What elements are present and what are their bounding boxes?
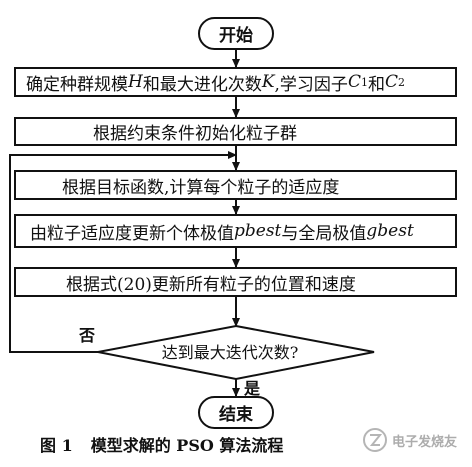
no-branch-label: 否 — [79, 326, 96, 345]
end-label: 结束 — [219, 405, 253, 425]
step-1-text-d: 和 — [367, 74, 385, 95]
caption-title: 模型求解的 PSO 算法流程 — [90, 436, 284, 455]
symbol-c1-subscript: 1 — [360, 75, 368, 89]
step-3-text: 根据目标函数,计算每个粒子的适应度 — [62, 177, 340, 198]
symbol-c2-subscript: 2 — [397, 75, 405, 89]
step-5-box: 根据式(20)更新所有粒子的位置和速度 — [14, 267, 457, 297]
decision-diamond — [97, 324, 375, 381]
watermark: 电子发烧友 — [362, 420, 472, 460]
step-1-text-b: 和最大进化次数 — [142, 74, 262, 95]
start-label: 开始 — [219, 26, 253, 46]
step-1-text-c: ,学习因子 — [274, 74, 348, 95]
loop-back-no-path — [9, 151, 237, 353]
start-terminal: 开始 — [198, 17, 274, 50]
step-2-box: 根据约束条件初始化粒子群 — [14, 117, 457, 146]
step-2-text: 根据约束条件初始化粒子群 — [93, 124, 297, 144]
step-3-box: 根据目标函数,计算每个粒子的适应度 — [14, 170, 457, 200]
symbol-c1: C — [347, 72, 361, 92]
figure-caption: 图 1 模型求解的 PSO 算法流程 — [40, 432, 283, 456]
step-1-text-a: 确定种群规模 — [26, 74, 128, 95]
symbol-c2: C — [384, 72, 398, 92]
symbol-pbest: pbest — [234, 221, 282, 241]
symbol-h: H — [128, 72, 143, 92]
step-4-text-b: 与全局极值 — [281, 223, 367, 244]
end-terminal: 结束 — [198, 396, 274, 429]
watermark-logo-icon — [363, 428, 387, 452]
watermark-text: 电子发烧友 — [392, 434, 458, 450]
step-5-text: 根据式(20)更新所有粒子的位置和速度 — [66, 274, 356, 295]
symbol-gbest: gbest — [366, 221, 414, 241]
yes-branch-label: 是 — [244, 379, 261, 398]
decision-label: 达到最大迭代次数? — [161, 343, 299, 362]
step-4-text-a: 由粒子适应度更新个体极值 — [30, 223, 234, 244]
symbol-k: K — [261, 72, 275, 92]
caption-figure-number: 图 1 — [40, 436, 73, 455]
